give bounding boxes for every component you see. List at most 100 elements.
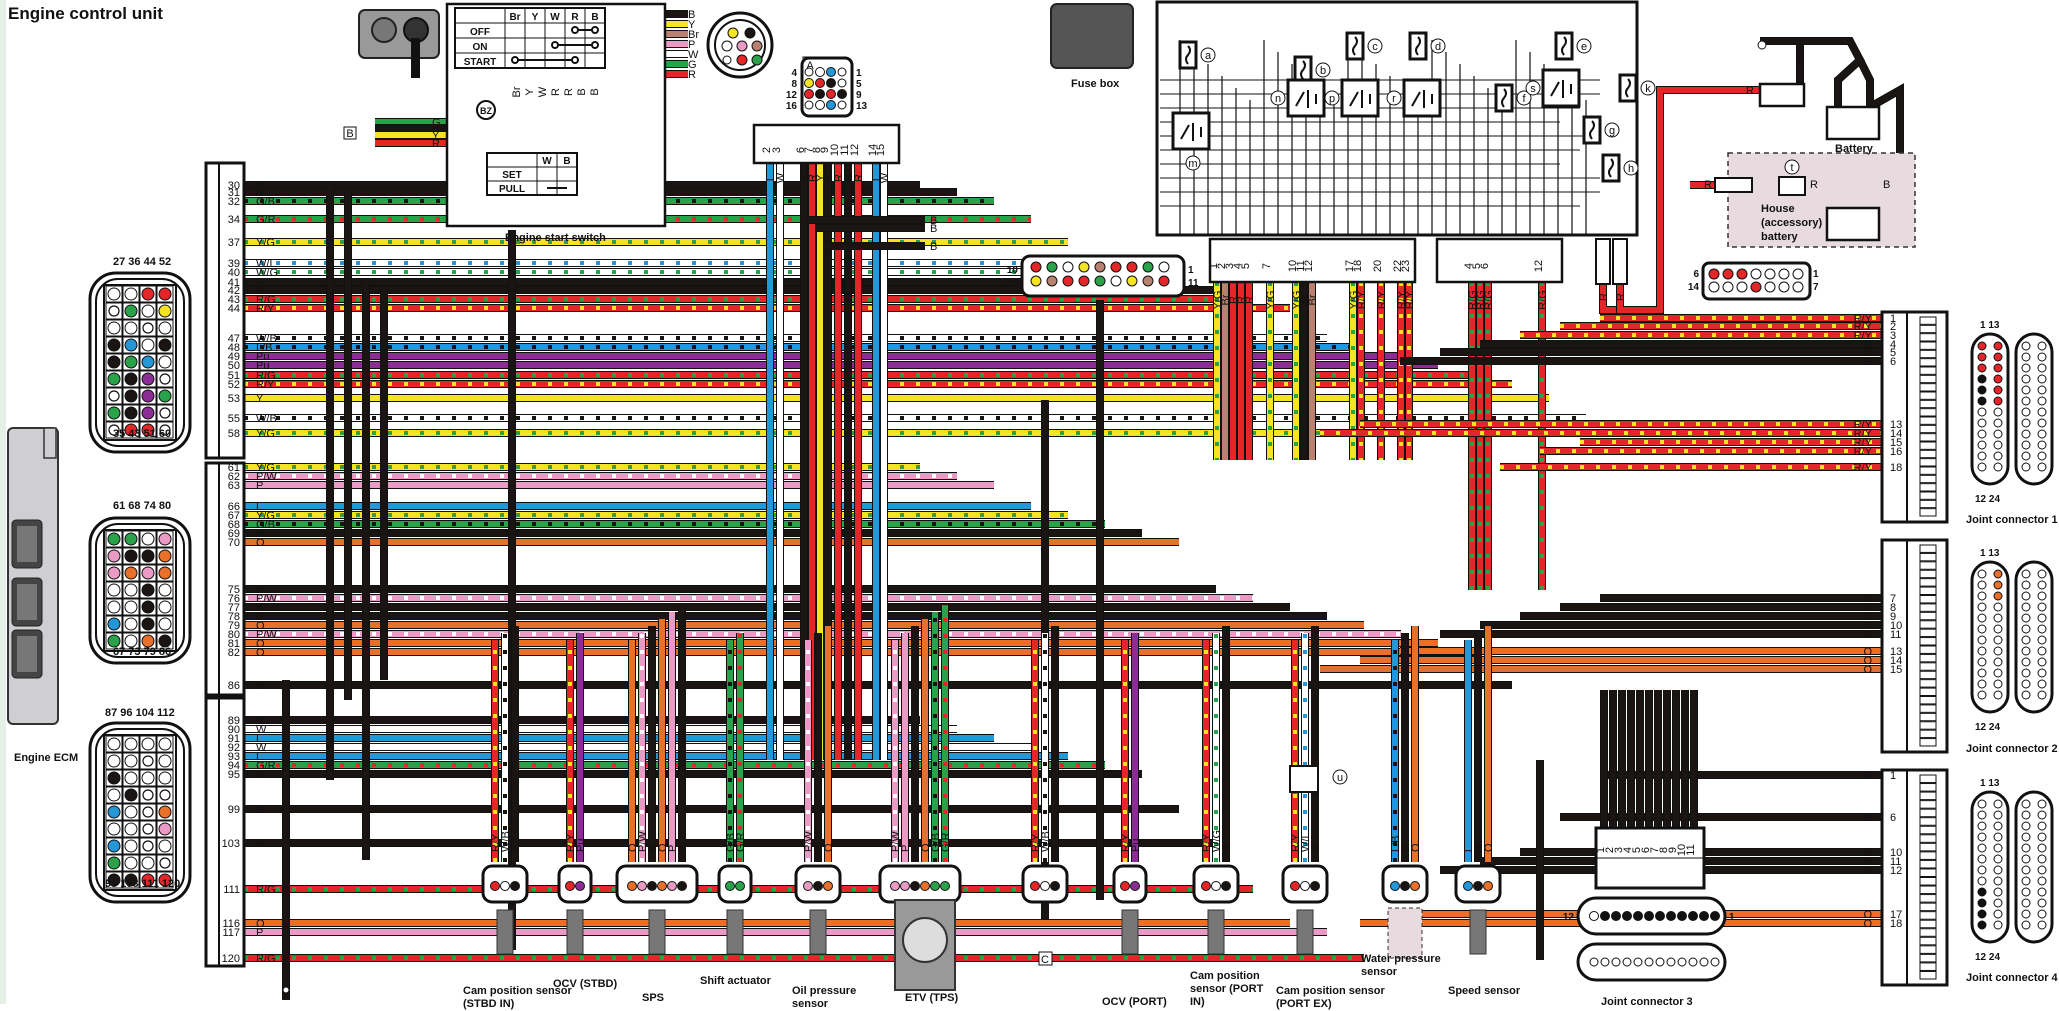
- pin-cell: [105, 615, 123, 633]
- joint-face-pin: [2037, 909, 2047, 919]
- pin-G: [124, 304, 138, 318]
- switch-out-label: B: [688, 9, 695, 21]
- dash-connector-pin: [1126, 261, 1138, 273]
- ecm-pin-number: 120: [222, 953, 240, 965]
- dash-conn-left-bottom: 23: [1007, 278, 1019, 289]
- joint-connector-wire-label: B: [1865, 356, 1872, 368]
- pin-cell: [105, 547, 123, 565]
- fuse-conn-1-wire-label: R/Y: [1356, 290, 1368, 309]
- joint3-face-pin: [1633, 957, 1643, 967]
- switch-left-label: R: [432, 138, 440, 150]
- sps-label: SPS: [642, 992, 665, 1004]
- ecm-conn2-bottom: 67 73 79 86: [113, 646, 172, 658]
- pin-G: [124, 532, 138, 546]
- pin-cell: [156, 404, 174, 422]
- ecm-pin-number: 92: [228, 742, 240, 754]
- ecm-wire-code: W/G: [256, 267, 278, 279]
- fuse-conn-1-pin: 5: [1240, 263, 1252, 269]
- pin-cell: [105, 404, 123, 422]
- joint-face-pin: [1993, 602, 2003, 612]
- ecm-wire-code: B: [256, 715, 263, 727]
- pin-R: [826, 89, 836, 99]
- joint-face-pin: [1993, 396, 2003, 406]
- fuse-callout: [1516, 90, 1532, 106]
- cam-stbd-in-sensor-icon: [496, 909, 514, 955]
- battery-main: [1825, 105, 1881, 141]
- water-pressure-wire-label: B: [1400, 845, 1412, 852]
- joint-face-pin: [2037, 602, 2047, 612]
- pin-L: [107, 839, 121, 853]
- joint-connector-3-pin: 11: [1685, 844, 1697, 855]
- joint-connector-1-label: Joint connector 1: [1966, 514, 2058, 526]
- joint3-end-left: 12: [1563, 912, 1575, 923]
- pin-B: [158, 634, 172, 648]
- ecm-wire-code: W: [256, 724, 267, 736]
- ecm-pin-number: 79: [228, 620, 240, 632]
- joint-connector-slot: [1919, 586, 1937, 595]
- dash-connector-pin: [1158, 261, 1170, 273]
- pin-cell: [139, 598, 157, 616]
- joint-connector-pin: 10: [1890, 620, 1902, 632]
- pin-cell: [122, 302, 140, 320]
- connector-a-header-pin: 2: [761, 147, 773, 153]
- fuse-label-c: c: [1372, 41, 1378, 53]
- fuse-conn-1-wire-label: R: [1236, 296, 1248, 304]
- house-wire-label: R: [1704, 179, 1712, 191]
- joint-face-pin: [1993, 898, 2003, 908]
- oil-pressure-wire-label: P/W: [803, 831, 815, 852]
- pin-L: [141, 355, 155, 369]
- shift-actuator-connector: [717, 864, 753, 904]
- ecm-wire-code: B: [256, 680, 263, 692]
- joint-face-pin: [2021, 440, 2031, 450]
- pin-cell: [105, 353, 123, 371]
- joint-connector-slot: [1919, 868, 1937, 877]
- key-knob: [371, 17, 397, 43]
- sps-connector: [615, 864, 699, 904]
- ecm-wire-code: Y/G: [256, 462, 275, 474]
- joint-face-pin: [2021, 920, 2031, 930]
- joint-face-pin: [2037, 821, 2047, 831]
- joint-face-pin: [1977, 635, 1987, 645]
- breaker-callout: [1784, 159, 1800, 175]
- pin-cell: [139, 803, 157, 821]
- oil-pressure-pin: [803, 881, 813, 891]
- joint-face-bottom: 12 24: [1975, 952, 2000, 963]
- fuse-conn-1: [1208, 237, 1417, 284]
- ecm-pin-number: 90: [228, 724, 240, 736]
- joint-connector-slot: [1919, 483, 1937, 492]
- cam-port-ex-wire-label: R/Y: [1290, 833, 1302, 852]
- ground-wire-label: B: [930, 223, 937, 235]
- small-conn-pin: [1722, 268, 1734, 280]
- joint-face-pin: [2021, 657, 2031, 667]
- cam-port-ex-sensor-icon: [1296, 909, 1314, 955]
- ecm-pin-number: 34: [228, 214, 240, 226]
- fuse-label-b: b: [1320, 65, 1326, 77]
- small-conn-pin: [1792, 268, 1804, 280]
- etv-tps-pin: [930, 881, 940, 891]
- joint-face-pin: [1993, 374, 2003, 384]
- pin-P: [736, 40, 748, 52]
- connector-a-header-pin: 14: [867, 144, 879, 156]
- switch-out-label: R: [688, 69, 696, 81]
- joint-face-pin: [2021, 451, 2031, 461]
- pin-cell: [156, 735, 174, 753]
- connector-a-wire-label: L: [765, 175, 777, 181]
- joint-face-pin: [1993, 668, 2003, 678]
- joint-connector-4-label: Joint connector 4: [1966, 972, 2058, 984]
- dash-connector-pin: [1030, 275, 1042, 287]
- joint-connector-3-pin: 7: [1649, 847, 1661, 853]
- ecm-wire-code: L/B: [256, 342, 273, 354]
- small-conn-pin: [1778, 281, 1790, 293]
- pin-cell: [139, 735, 157, 753]
- ecm-connector-rim: [95, 728, 185, 897]
- callout-c: C: [1041, 954, 1049, 966]
- joint-connector-slot: [1919, 424, 1937, 434]
- ecm-pin-number: 68: [228, 519, 240, 531]
- unused-pin: [804, 100, 814, 110]
- joint-face-pin: [1977, 690, 1987, 700]
- pin-B: [826, 78, 836, 88]
- connector-a-pin-right: 5: [856, 79, 862, 90]
- pin-cell: [156, 530, 174, 548]
- pin-W: [124, 754, 138, 768]
